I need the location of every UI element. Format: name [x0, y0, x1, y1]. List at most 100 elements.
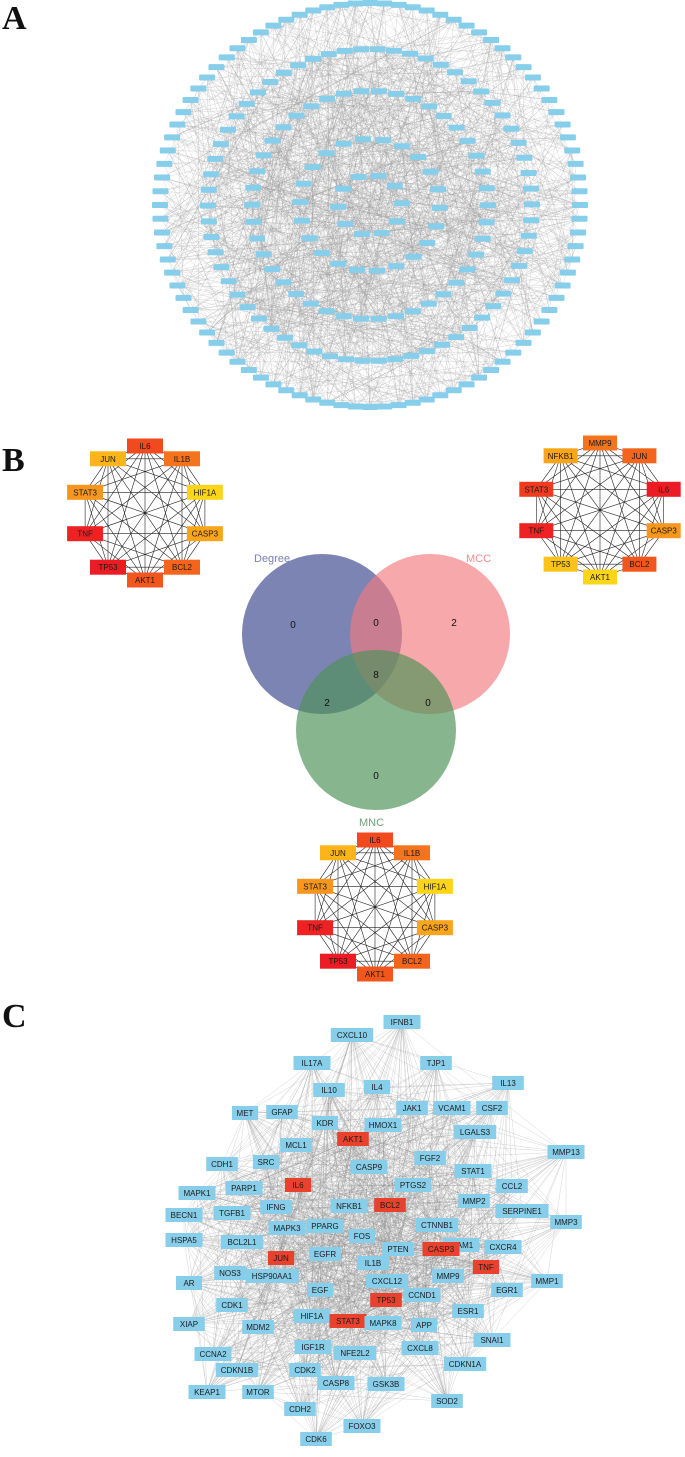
gene-node-label: MCL1: [285, 1141, 307, 1150]
gene-node-label: EGR1: [496, 1286, 518, 1295]
gene-node: CASP8: [317, 1376, 355, 1390]
network-node: [388, 263, 405, 270]
gene-node-label: HSP90AA1: [252, 1272, 293, 1281]
gene-node-label: SRC: [258, 1158, 275, 1167]
gene-node-box: [496, 1179, 528, 1193]
hub-node: MMP9: [583, 435, 617, 451]
gene-node-label: TGFB1: [219, 1209, 245, 1218]
gene-node-label: NFKB1: [336, 1202, 362, 1211]
gene-node-label: ICAM1: [449, 1241, 474, 1250]
gene-node-box: [367, 1377, 405, 1391]
gene-node: CCNA2: [194, 1347, 232, 1361]
hub-node: HIF1A: [186, 484, 223, 500]
hub-node-box: [622, 448, 657, 464]
network-node: [169, 282, 186, 289]
hub-node-label: TNF: [307, 924, 323, 933]
network-node: [164, 269, 181, 276]
network-node: [288, 112, 305, 119]
gene-node-box: [547, 1145, 585, 1159]
hub-node-label: CASP3: [651, 527, 678, 536]
gene-node-label: IL6: [292, 1181, 304, 1190]
gene-node-label: IL13: [500, 1079, 516, 1088]
gene-node-label: MAPK8: [369, 1319, 397, 1328]
gene-node: SNAI1: [473, 1333, 511, 1347]
network-node: [458, 22, 475, 29]
gene-node-label: MMP9: [436, 1272, 460, 1281]
gene-node-box: [492, 1076, 524, 1090]
network-node: [218, 349, 235, 356]
gene-node-box: [165, 1208, 203, 1222]
gene-node-box: [293, 1309, 331, 1323]
hub-node-box: [320, 953, 356, 969]
hub-node-box: [543, 556, 578, 572]
hub-node-box: [90, 559, 126, 575]
network-node: [515, 339, 532, 346]
network-node: [445, 387, 462, 394]
network-node: [249, 235, 266, 242]
gene-node-label: HSPA5: [171, 1236, 197, 1245]
gene-node: MAPK1: [178, 1186, 216, 1200]
network-node: [403, 352, 420, 359]
gene-node: CXCL10: [330, 1028, 374, 1042]
hub-node: IL6: [127, 438, 163, 454]
hub-node: IL1B: [164, 451, 200, 467]
hub-node-box: [583, 569, 617, 585]
network-node: [524, 329, 541, 336]
hub-node-box: [622, 556, 657, 572]
network-node: [376, 0, 393, 7]
network-node: [448, 124, 465, 131]
gene-node: BCL2: [374, 1198, 406, 1212]
gene-node-label: MMP13: [552, 1148, 580, 1157]
network-node: [567, 243, 584, 250]
hub-node-label: IL6: [658, 485, 670, 494]
network-node: [294, 217, 310, 224]
gene-node-box: [443, 1357, 487, 1371]
gene-node-label: CXCL8: [407, 1344, 433, 1353]
network-node: [520, 232, 537, 239]
gene-node: NFKB1: [330, 1199, 368, 1213]
hub-node: TP53: [90, 559, 126, 575]
network-node: [208, 64, 225, 71]
network-node: [229, 45, 246, 52]
network-node: [200, 202, 216, 209]
gene-node: CDKN1B: [215, 1363, 259, 1377]
network-node: [494, 45, 511, 52]
hub-node: IL6: [646, 481, 681, 497]
hub-node-label: AKT1: [135, 576, 156, 585]
network-node: [199, 329, 216, 336]
gene-node-label: IFNG: [266, 1203, 285, 1212]
gene-node-box: [252, 1155, 280, 1169]
hub-node: JUN: [90, 451, 126, 467]
network-node: [319, 4, 336, 11]
hub-node-label: TNF: [77, 530, 93, 539]
gene-node: SERPINE1: [495, 1204, 549, 1218]
network-node: [190, 318, 207, 325]
network-node: [505, 54, 522, 61]
gene-node: APP: [410, 1318, 438, 1332]
network-node: [370, 357, 387, 364]
network-node: [420, 300, 437, 307]
hub-node-box: [583, 435, 617, 451]
network-node: [154, 174, 170, 181]
gene-node-box: [484, 1240, 522, 1254]
venn-label-mcc: MCC: [466, 553, 491, 565]
gene-node-label: TJP1: [427, 1059, 446, 1068]
gene-node: FOXO3: [343, 1419, 381, 1433]
gene-node-box: [410, 1318, 438, 1332]
network-node: [347, 0, 364, 7]
hub-node-box: [646, 523, 681, 539]
hub-node-label: JUN: [330, 849, 346, 858]
gene-node: MMP3: [550, 1215, 582, 1229]
hub-node: BCL2: [164, 559, 200, 575]
network-node: [200, 218, 217, 225]
gene-node-box: [311, 1116, 339, 1130]
hub-node-box: [519, 523, 554, 539]
gene-node-box: [550, 1215, 582, 1229]
gene-node-label: CTNNB1: [421, 1221, 454, 1230]
gene-node-label: GSK3B: [373, 1380, 400, 1389]
hub-node-label: IL1B: [174, 455, 190, 464]
network-node: [320, 51, 337, 58]
network-node: [238, 100, 255, 107]
network-node: [471, 29, 488, 36]
gene-node-label: HMOX1: [369, 1121, 398, 1130]
